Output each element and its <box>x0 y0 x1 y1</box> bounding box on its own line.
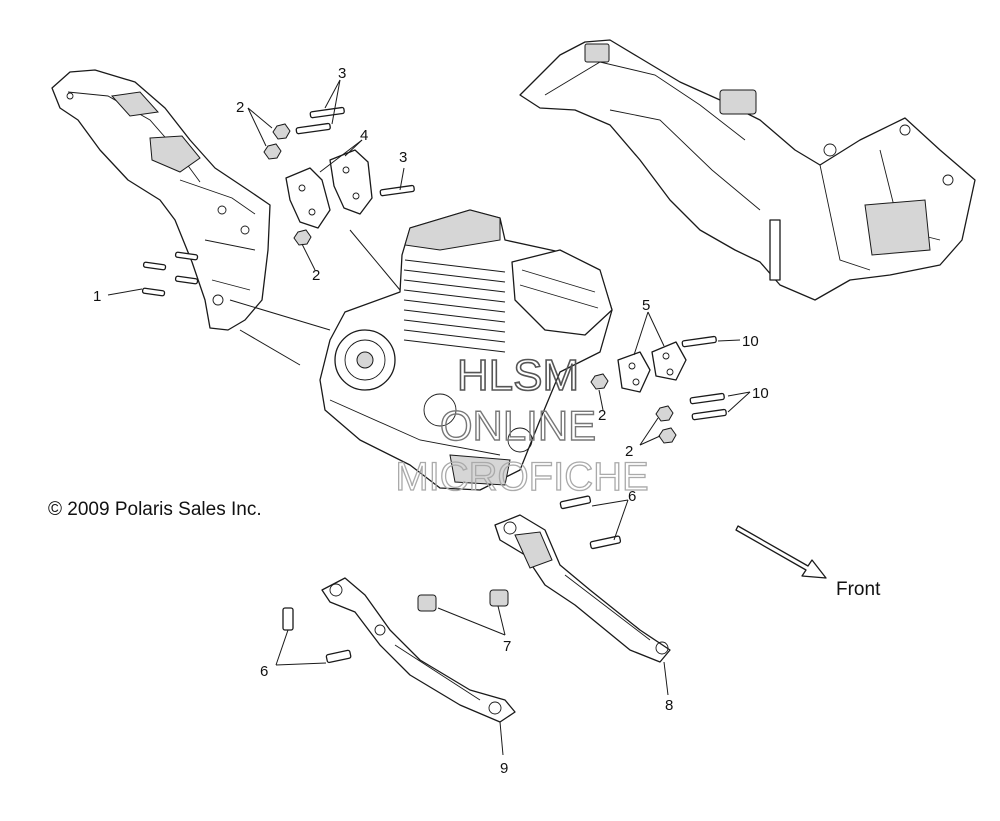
watermark-line-3: MICROFICHE <box>395 455 648 499</box>
bushings-7 <box>417 589 509 612</box>
mount-plates-4 <box>285 149 373 229</box>
tie-rod-8 <box>494 514 671 663</box>
watermark-line-1: HLSM <box>457 351 579 400</box>
callout-3-top: 3 <box>338 65 346 82</box>
callout-2-center: 2 <box>598 407 606 424</box>
left-frame-section <box>51 69 271 331</box>
callout-6-left: 6 <box>260 663 268 680</box>
bolts-3 <box>295 106 415 197</box>
bolts-6 <box>282 495 622 664</box>
watermark: HLSM ONLINE MICROFICHE <box>395 350 650 499</box>
callout-10-top: 10 <box>742 333 759 350</box>
front-arrow <box>735 525 827 579</box>
callout-10-bottom: 10 <box>752 385 769 402</box>
callout-2-mid: 2 <box>312 267 320 284</box>
mount-plates-5 <box>617 341 687 393</box>
callout-2-right: 2 <box>625 443 633 460</box>
callout-8: 8 <box>665 697 673 714</box>
callout-7: 7 <box>503 638 511 655</box>
callout-9: 9 <box>500 760 508 777</box>
callout-1: 1 <box>93 288 101 305</box>
tie-rod-9 <box>321 577 516 723</box>
engine-assembly <box>319 209 613 491</box>
leader-lines <box>107 79 751 756</box>
bolts-1 <box>141 251 199 297</box>
callout-5: 5 <box>642 297 650 314</box>
nuts-2 <box>263 123 677 444</box>
front-label: Front <box>836 579 881 600</box>
callouts: 1 2 2 2 2 3 3 4 5 6 6 7 8 9 10 10 <box>93 65 769 777</box>
callout-3-mid: 3 <box>399 149 407 166</box>
watermark-line-2: ONLINE <box>440 402 596 449</box>
bolts-10 <box>681 335 727 421</box>
copyright-text: © 2009 Polaris Sales Inc. <box>48 499 262 520</box>
callout-4: 4 <box>360 127 368 144</box>
callout-6-right: 6 <box>628 488 636 505</box>
right-frame-section <box>519 39 976 301</box>
callout-2-top: 2 <box>236 99 244 116</box>
